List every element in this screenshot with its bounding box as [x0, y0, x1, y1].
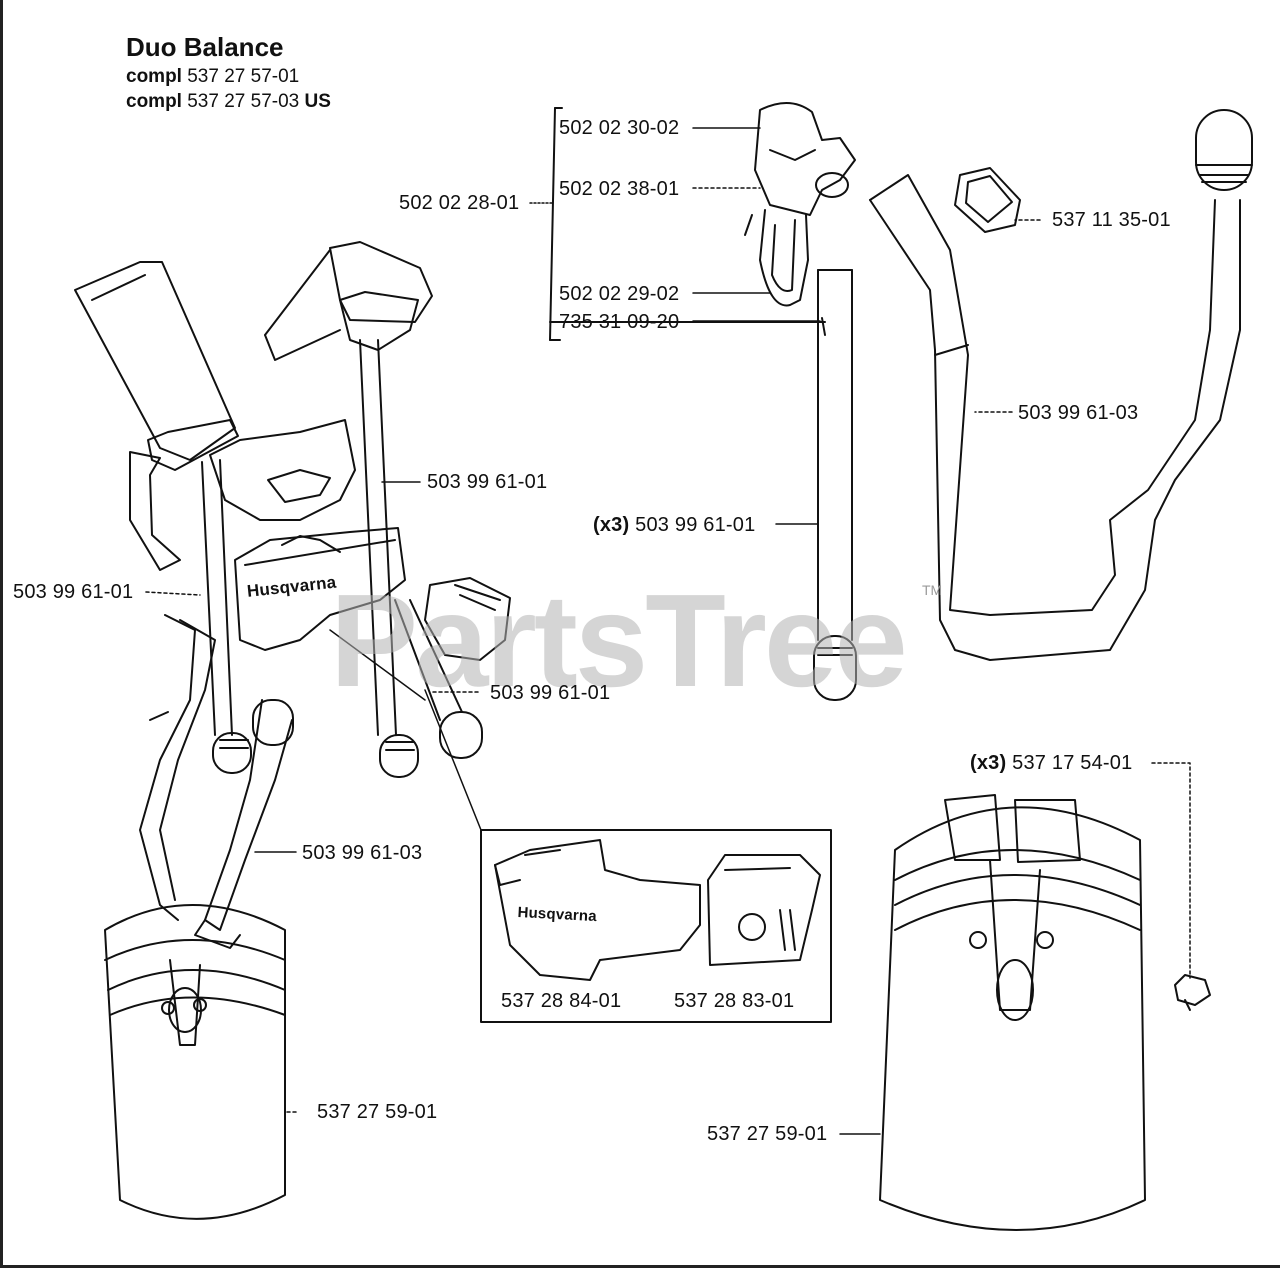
straight-strap-drawing — [813, 269, 857, 701]
compl-prefix: compl — [126, 91, 182, 112]
complete-part-number: 537 27 57-03 — [187, 91, 300, 112]
complete-part-number-line-2: compl 537 27 57-03 US — [126, 91, 331, 113]
part-label-537-27-59-01-left[interactable]: 537 27 59-01 — [317, 1101, 438, 1123]
region-suffix: US — [304, 91, 331, 112]
part-label-503-99-61-03-right[interactable]: 503 99 61-03 — [1018, 402, 1139, 424]
hook-assembly-drawing — [549, 102, 856, 341]
slider-buckle-drawing — [954, 167, 1021, 233]
compl-prefix: compl — [126, 66, 182, 87]
frame-bottom-border — [0, 1265, 1280, 1268]
part-label-537-27-59-01-right[interactable]: 537 27 59-01 — [707, 1123, 828, 1145]
harness-assembly-drawing — [74, 241, 511, 949]
part-label-503-99-61-03-left[interactable]: 503 99 61-03 — [302, 842, 423, 864]
part-label-537-28-83-01[interactable]: 537 28 83-01 — [674, 990, 795, 1012]
part-label-735-31-09-20[interactable]: 735 31 09-20 — [559, 311, 680, 333]
part-number: 503 99 61-01 — [635, 514, 756, 536]
part-label-503-99-61-01-strap[interactable]: (x3) 503 99 61-01 — [593, 514, 755, 537]
complete-part-number-line-1: compl 537 27 57-01 — [126, 66, 299, 88]
quantity-multiplier: (x3) — [593, 514, 630, 536]
trademark-mark: TM — [922, 582, 943, 598]
part-label-502-02-29-02[interactable]: 502 02 29-02 — [559, 283, 680, 305]
complete-part-number: 537 27 57-01 — [187, 66, 300, 87]
part-label-537-28-84-01[interactable]: 537 28 84-01 — [501, 990, 622, 1012]
diagram-title: Duo Balance — [126, 32, 284, 62]
part-label-502-02-30-02[interactable]: 502 02 30-02 — [559, 117, 680, 139]
partstree-watermark: PartsTree — [330, 567, 908, 714]
frame-left-border — [0, 0, 3, 1268]
part-label-502-02-38-01[interactable]: 502 02 38-01 — [559, 178, 680, 200]
quantity-multiplier: (x3) — [970, 752, 1007, 774]
part-label-503-99-61-01-mid[interactable]: 503 99 61-01 — [490, 682, 611, 704]
part-label-503-99-61-01-left[interactable]: 503 99 61-01 — [13, 581, 134, 603]
left-bag-drawing — [104, 904, 286, 1220]
part-number: 537 17 54-01 — [1012, 752, 1133, 774]
part-label-503-99-61-01-shoulder[interactable]: 503 99 61-01 — [427, 471, 548, 493]
right-bag-drawing — [879, 794, 1211, 1231]
part-label-537-17-54-01[interactable]: (x3) 537 17 54-01 — [970, 752, 1132, 775]
part-label-502-02-28-01[interactable]: 502 02 28-01 — [399, 192, 520, 214]
inset-box-drawing — [329, 629, 832, 1023]
part-label-537-11-35-01[interactable]: 537 11 35-01 — [1052, 209, 1171, 231]
leader-lines — [145, 127, 1191, 1135]
right-curved-strap-drawing — [869, 109, 1253, 661]
